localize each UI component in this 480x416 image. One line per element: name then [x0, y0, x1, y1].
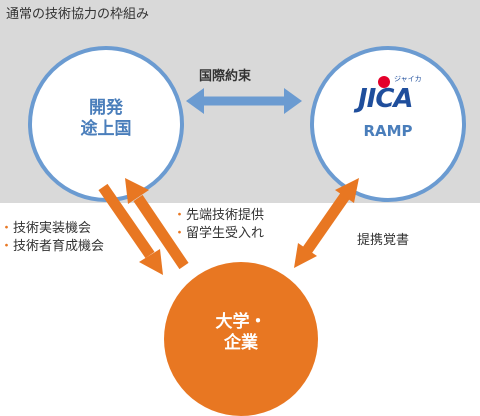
mutual-agreement-label: 国際約束 — [199, 69, 252, 84]
jica-logo-word: JICA — [358, 84, 414, 114]
bullet-item: 技術実装機会 — [0, 220, 104, 238]
academia-industry-label: 大学・ 企業 — [164, 312, 318, 355]
developing-country-label-line2: 途上国 — [80, 119, 132, 140]
bullet-item: 留学生受入れ — [173, 225, 264, 243]
jica-node — [310, 46, 466, 202]
developing-to-academia-labels: 技術実装機会 技術者育成機会 — [0, 220, 104, 256]
developing-country-label: 開発 途上国 — [28, 98, 184, 141]
academia-industry-node — [164, 262, 318, 416]
developing-country-label-line1: 開発 — [89, 98, 123, 118]
ramp-label: RAMP — [363, 122, 413, 140]
bullet-item: 先端技術提供 — [173, 207, 264, 225]
academia-to-developing-labels: 先端技術提供 留学生受入れ — [173, 207, 264, 243]
memorandum-label: 提携覚書 — [357, 233, 410, 248]
jica-logo: ジャイカ JICA — [358, 75, 438, 114]
jica-logo-kana: ジャイカ — [394, 75, 422, 83]
bullet-item: 技術者育成機会 — [0, 238, 104, 256]
academia-industry-label-line2: 企業 — [224, 333, 258, 354]
frame-title: 通常の技術協力の枠組み — [6, 7, 150, 22]
jica-red-dot-icon — [378, 76, 390, 88]
academia-industry-label-line1: 大学・ — [215, 312, 267, 332]
developing-country-node — [28, 46, 184, 202]
